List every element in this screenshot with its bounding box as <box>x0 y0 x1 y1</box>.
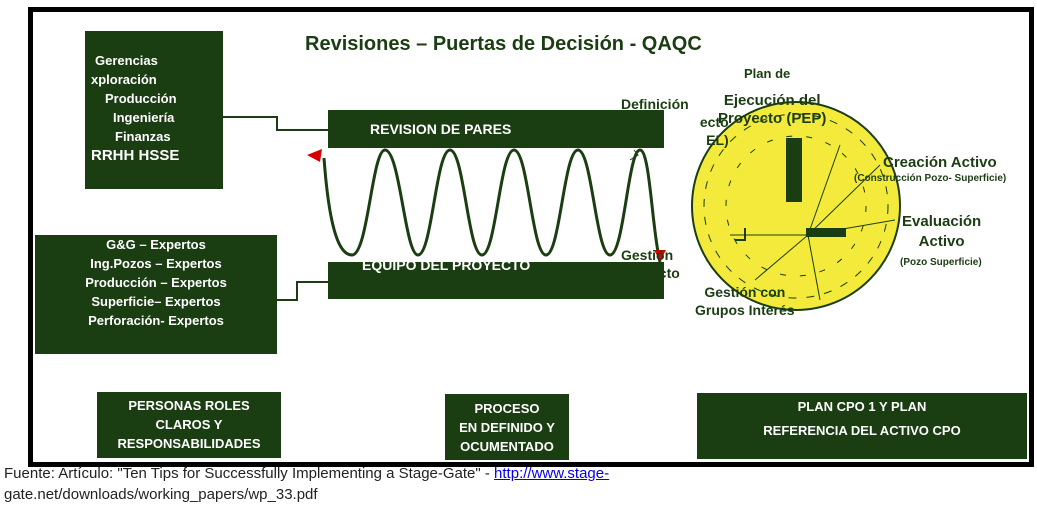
groups-line: Finanzas <box>115 129 171 144</box>
groups-line: Producción <box>105 91 177 106</box>
personas-box: PERSONAS ROLES CLAROS Y RESPONSABILIDADE… <box>97 392 281 458</box>
groups-line: Ingeniería <box>113 110 175 125</box>
process-wave <box>322 148 662 263</box>
source-link[interactable]: http://www.stage- <box>494 465 610 482</box>
pep-label: Ejecución del Proyecto (PEP) <box>718 92 827 127</box>
plan-de-label: Plan de <box>744 66 791 81</box>
wheel-marker <box>786 138 802 202</box>
revision-label: REVISION DE PARES <box>370 121 512 137</box>
source-prefix: Fuente: Artículo: "Ten Tips for Successf… <box>4 465 495 482</box>
experts-line: Perforación- Expertos <box>88 313 224 328</box>
stage-gate-wheel <box>691 101 901 311</box>
source-line2: gate.net/downloads/working_papers/wp_33.… <box>4 486 318 503</box>
connector-line <box>223 116 328 131</box>
personas-line: CLAROS Y <box>155 417 223 432</box>
experts-box: G&G – Expertos Ing.Pozos – Expertos Prod… <box>35 235 277 354</box>
page-title: Revisiones – Puertas de Decisión - QAQC <box>305 33 702 55</box>
wheel-marker <box>806 228 846 237</box>
experts-line: G&G – Expertos <box>106 237 206 252</box>
groups-line: RRHH HSSE <box>91 147 180 164</box>
gestion-grupos-label: Gestión con Grupos Interés <box>695 284 795 318</box>
revision-bar: REVISION DE PARES <box>328 110 664 148</box>
proceso-line: PROCESO <box>474 401 540 416</box>
gestion-label: Gestión ecto <box>621 247 680 281</box>
proceso-line: OCUMENTADO <box>460 439 554 454</box>
white-arrow-icon <box>629 149 639 161</box>
creacion-sub-label: (Construcción Pozo- Superficie) <box>854 173 1007 184</box>
groups-line: Gerencias <box>95 53 158 68</box>
equipo-label: EQUIPO DEL PROYECTO <box>362 262 531 273</box>
groups-line: xploración <box>91 72 157 87</box>
plan-line: PLAN CPO 1 Y PLAN <box>797 399 927 414</box>
definicion-label: Definición ecto EL) <box>621 96 729 148</box>
red-arrow-icon <box>307 149 322 162</box>
plan-line: REFERENCIA DEL ACTIVO CPO <box>763 423 961 438</box>
evaluacion-sub-label: (Pozo Superficie) <box>900 257 982 268</box>
proceso-box: PROCESO EN DEFINIDO Y OCUMENTADO <box>445 394 569 460</box>
evaluacion-label: Evaluación Activo <box>902 213 982 250</box>
creacion-label: Creación Activo <box>883 154 997 171</box>
experts-line: Superficie– Expertos <box>91 294 221 309</box>
plan-box: PLAN CPO 1 Y PLAN REFERENCIA DEL ACTIVO … <box>697 393 1027 459</box>
source-footnote: Fuente: Artículo: "Ten Tips for Successf… <box>4 463 609 505</box>
personas-line: RESPONSABILIDADES <box>117 436 261 451</box>
experts-line: Producción – Expertos <box>85 275 227 290</box>
red-arrow-icon <box>654 250 666 261</box>
experts-line: Ing.Pozos – Expertos <box>90 256 222 271</box>
equipo-bar: EQUIPO DEL PROYECTO <box>328 262 664 299</box>
groups-box: Gerencias xploración Producción Ingenier… <box>85 31 223 189</box>
proceso-line: EN DEFINIDO Y <box>459 420 555 435</box>
personas-line: PERSONAS ROLES <box>128 398 250 413</box>
connector-line <box>277 281 328 301</box>
